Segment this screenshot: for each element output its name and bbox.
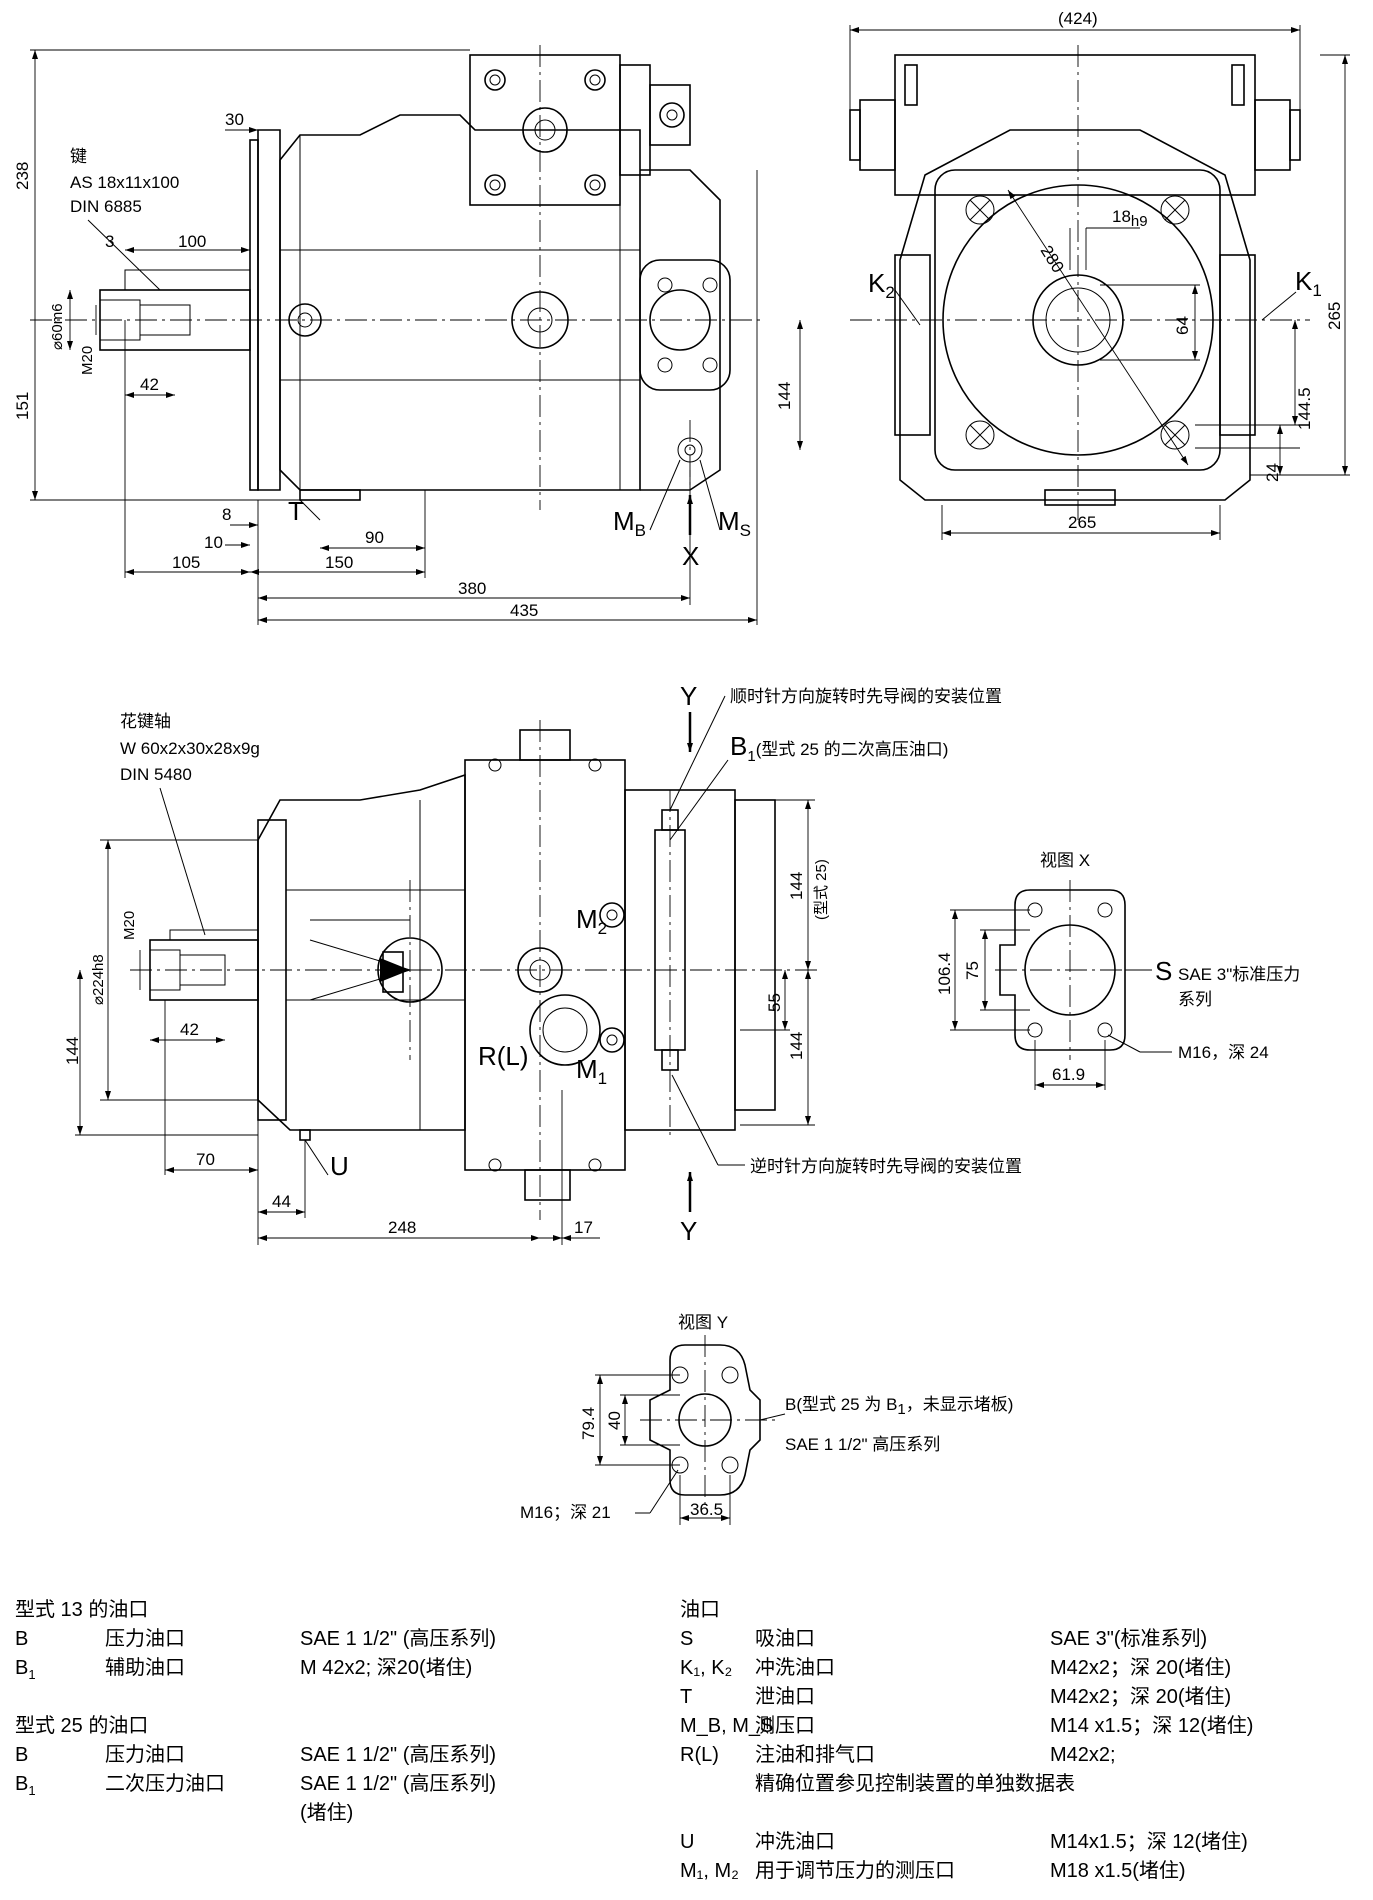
port-rl-label: R(L) bbox=[478, 1041, 529, 1071]
dim-380: 380 bbox=[458, 579, 486, 598]
port-k2-label: K2 bbox=[868, 268, 895, 302]
dim-42-middle: 42 bbox=[180, 1020, 199, 1039]
dim-61-9: 61.9 bbox=[1052, 1065, 1085, 1084]
port-ms-label: MS bbox=[718, 506, 751, 540]
dim-144-5: 144.5 bbox=[1295, 387, 1314, 430]
type-25-note: (型式 25) bbox=[813, 859, 830, 920]
legend-row: B 压力油口 SAE 1 1/2" (高压系列) bbox=[15, 1744, 497, 1766]
note-b1: B1(型式 25 的二次高压油口) bbox=[730, 731, 948, 765]
port-legend: 型式 13 的油口 B 压力油口 SAE 1 1/2" (高压系列) B1 辅助… bbox=[0, 1596, 1373, 1896]
dim-m20-middle: M20 bbox=[121, 911, 138, 940]
dim-424: (424) bbox=[1058, 9, 1098, 28]
dim-106-4: 106.4 bbox=[935, 952, 954, 995]
dim-248: 248 bbox=[388, 1218, 416, 1237]
legend-row: U 冲洗油口 M14x1.5；深 12(堵住) bbox=[680, 1831, 1248, 1853]
view-x: 视图 X 106.4 75 61.9 S SAE 3"标准压力 系列 M16，深… bbox=[935, 851, 1300, 1090]
rl-note: 精确位置参见控制装置的单独数据表 bbox=[755, 1773, 1075, 1795]
technical-drawing: 238 151 30 键 AS 18x11x100 DIN 6885 3 100… bbox=[13, 9, 1350, 1525]
dim-90: 90 bbox=[365, 528, 384, 547]
note-clockwise: 顺时针方向旋转时先导阀的安装位置 bbox=[730, 687, 1002, 706]
dim-60: ⌀60m6 bbox=[49, 303, 66, 350]
dim-8: 8 bbox=[222, 505, 231, 524]
type25-note: (堵住) bbox=[300, 1802, 354, 1824]
port-s-desc2: 系列 bbox=[1178, 990, 1212, 1009]
legend-row: B1 二次压力油口 SAE 1 1/2" (高压系列) bbox=[15, 1773, 497, 1798]
view-y: 视图 Y 79.4 40 36.5 B(型式 25 为 B1，未显示堵板) SA… bbox=[520, 1313, 1013, 1525]
dim-75: 75 bbox=[963, 961, 982, 980]
legend-row: B1 辅助油口 M 42x2; 深20(堵住) bbox=[15, 1657, 473, 1682]
dim-238: 238 bbox=[13, 162, 32, 190]
shaft-spec: W 60x2x30x28x9g bbox=[120, 739, 260, 758]
dim-435: 435 bbox=[510, 601, 538, 620]
dim-55: 55 bbox=[765, 993, 784, 1012]
legend-right-column: 油口 S 吸油口 SAE 3"(标准系列) K₁, K₂ 冲洗油口 M42x2；… bbox=[680, 1596, 1360, 1886]
shaft-std: DIN 5480 bbox=[120, 765, 192, 784]
note-counterclockwise: 逆时针方向旋转时先导阀的安装位置 bbox=[750, 1157, 1022, 1176]
port-s-desc1: SAE 3"标准压力 bbox=[1178, 965, 1300, 984]
ports-title: 油口 bbox=[680, 1599, 720, 1621]
view-y-b-desc: B(型式 25 为 B1，未显示堵板) bbox=[785, 1395, 1013, 1418]
view-y-title: 视图 Y bbox=[678, 1313, 728, 1332]
legend-row: M₁, M₂ 用于调节压力的测压口 M18 x1.5(堵住) bbox=[680, 1860, 1186, 1882]
legend-row: T 泄油口 M42x2；深 20(堵住) bbox=[680, 1686, 1232, 1708]
view-x-title: 视图 X bbox=[1040, 851, 1090, 870]
key-label: 键 bbox=[70, 147, 87, 166]
legend-row: B 压力油口 SAE 1 1/2" (高压系列) bbox=[15, 1628, 497, 1650]
dim-40: 40 bbox=[605, 1411, 624, 1430]
key-spec: AS 18x11x100 bbox=[70, 173, 179, 192]
dim-70: 70 bbox=[196, 1150, 215, 1169]
dim-79-4: 79.4 bbox=[579, 1407, 598, 1440]
dim-144-right-top: 144 bbox=[787, 872, 806, 900]
dim-3: 3 bbox=[105, 232, 114, 251]
dim-150: 150 bbox=[325, 553, 353, 572]
dim-265-vertical: 265 bbox=[1325, 302, 1344, 330]
dim-224: ⌀224h8 bbox=[90, 954, 107, 1005]
dim-280: 280 bbox=[1037, 242, 1068, 276]
legend-left-column: 型式 13 的油口 B 压力油口 SAE 1 1/2" (高压系列) B1 辅助… bbox=[15, 1596, 665, 1828]
dim-36-5: 36.5 bbox=[690, 1500, 723, 1519]
y-arrow-bottom-label: Y bbox=[680, 1216, 697, 1246]
port-m2-label: M2 bbox=[576, 904, 607, 938]
dim-17: 17 bbox=[574, 1218, 593, 1237]
dim-44: 44 bbox=[272, 1192, 291, 1211]
dim-30: 30 bbox=[225, 110, 244, 129]
port-mb-label: MB bbox=[613, 506, 646, 540]
legend-row: R(L) 注油和排气口 M42x2; bbox=[680, 1744, 1116, 1766]
dim-42: 42 bbox=[140, 375, 159, 394]
side-view-middle: ⌀224h8 M20 42 144 70 44 248 17 144 (型式 2… bbox=[63, 681, 1022, 1246]
front-view-top-right: (424) 280 18h9 64 265 144.5 24 265 K2 K1 bbox=[849, 9, 1350, 540]
port-s-label: S bbox=[1155, 956, 1172, 986]
view-x-thread: M16，深 24 bbox=[1178, 1043, 1269, 1062]
dim-m20: M20 bbox=[79, 346, 96, 375]
dim-10: 10 bbox=[204, 533, 223, 552]
side-view-top-left: 238 151 30 键 AS 18x11x100 DIN 6885 3 100… bbox=[13, 45, 803, 625]
legend-row: S 吸油口 SAE 3"(标准系列) bbox=[680, 1628, 1208, 1650]
dim-105: 105 bbox=[172, 553, 200, 572]
legend-row: M_B, M_S 测压口 M14 x1.5；深 12(堵住) bbox=[680, 1715, 1254, 1737]
dim-100: 100 bbox=[178, 232, 206, 251]
dim-18: 18h9 bbox=[1112, 207, 1148, 230]
dim-24: 24 bbox=[1263, 463, 1282, 482]
type25-title: 型式 25 的油口 bbox=[15, 1715, 149, 1737]
port-u-label: U bbox=[330, 1151, 349, 1181]
port-t-label: T bbox=[288, 496, 304, 526]
key-std: DIN 6885 bbox=[70, 197, 142, 216]
port-k1-label: K1 bbox=[1295, 266, 1322, 300]
shaft-label: 花键轴 bbox=[120, 712, 171, 731]
dim-151: 151 bbox=[13, 392, 32, 420]
dim-64: 64 bbox=[1173, 316, 1192, 335]
port-m1-label: M1 bbox=[576, 1054, 607, 1088]
dim-144-left: 144 bbox=[63, 1037, 82, 1065]
dim-144-right-bottom: 144 bbox=[787, 1032, 806, 1060]
view-y-thread: M16；深 21 bbox=[520, 1503, 611, 1522]
dim-265-horizontal: 265 bbox=[1068, 513, 1096, 532]
y-arrow-top-label: Y bbox=[680, 681, 697, 711]
view-y-sae: SAE 1 1/2" 高压系列 bbox=[785, 1435, 940, 1454]
type13-title: 型式 13 的油口 bbox=[15, 1599, 149, 1621]
dim-144: 144 bbox=[775, 382, 794, 410]
legend-row: K₁, K₂ 冲洗油口 M42x2；深 20(堵住) bbox=[680, 1657, 1232, 1679]
view-x-arrow-label: X bbox=[682, 541, 699, 571]
